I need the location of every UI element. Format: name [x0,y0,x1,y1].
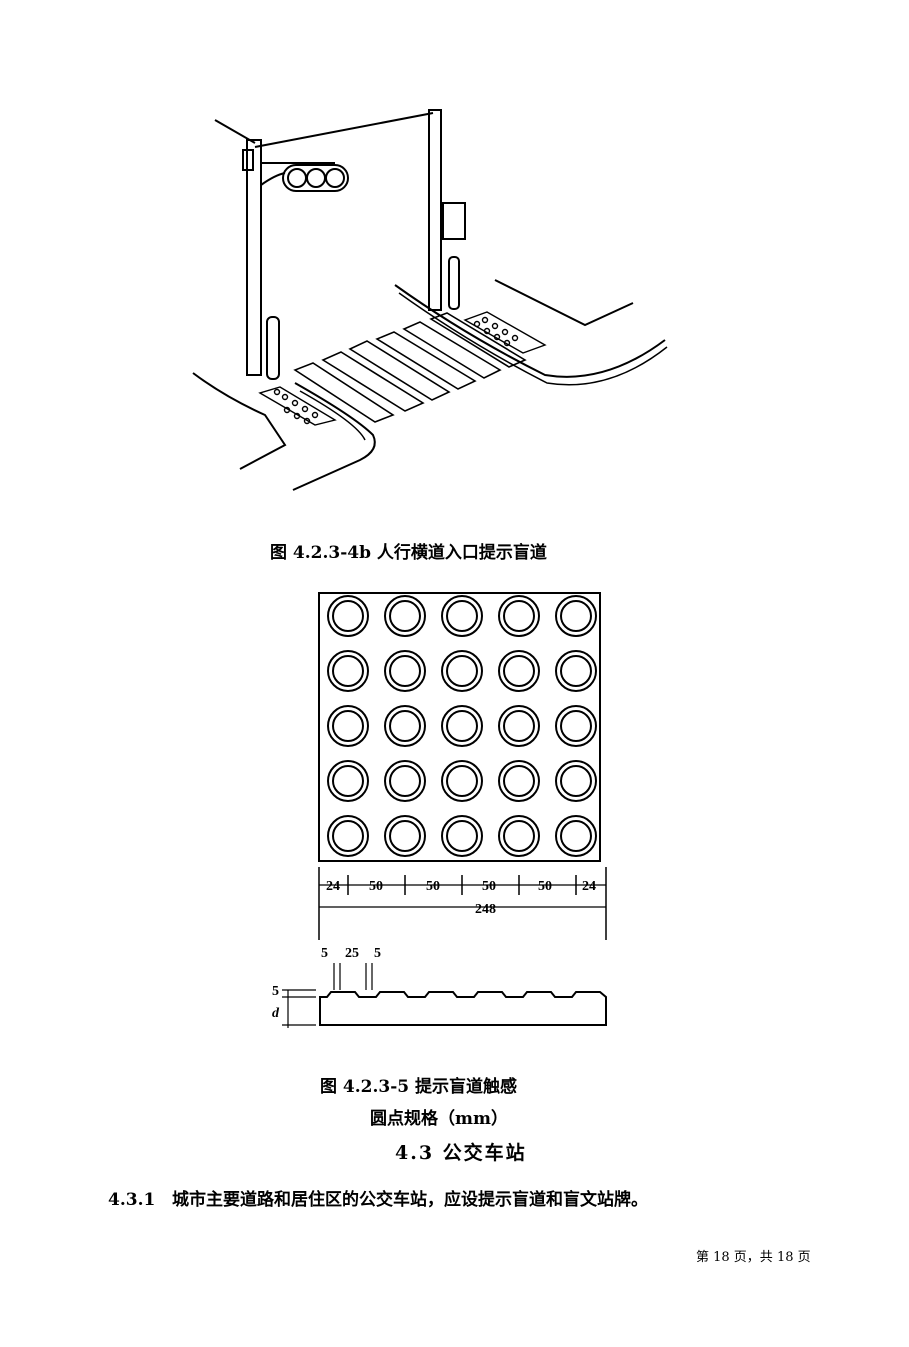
tactile-dot-top [389,600,421,632]
tactile-dot [327,650,369,692]
tactile-dot-top [389,765,421,797]
clause-text: 城市主要道路和居住区的公交车站，应设提示盲道和盲文站牌。 [172,1190,648,1210]
tactile-dot [441,650,483,692]
tactile-dot [327,595,369,637]
tactile-dot [498,705,540,747]
tactile-dot [441,595,483,637]
dim-segment-6: 24 [582,879,596,894]
right-signal-pole [428,109,442,311]
tactile-dot-top [560,710,592,742]
profile-dim-height-5: 5 [272,984,279,999]
tactile-dot-top [446,600,478,632]
amber-light-icon [306,168,326,188]
profile-dim-5-left: 5 [321,946,328,961]
traffic-light-housing [282,164,349,192]
page-footer: 第 18 页，共 18 页 [696,1250,811,1265]
tactile-dot [384,705,426,747]
tactile-dot-top [503,600,535,632]
tactile-dot-top [332,820,364,852]
tactile-dot [441,760,483,802]
tactile-dot [384,595,426,637]
figure-caption-4-2-3-5: 图 4.2.3-5 提示盲道触感 [320,1077,518,1097]
tactile-dot-top [560,600,592,632]
tactile-dot [498,815,540,857]
clause-number: 4.3.1 [108,1190,156,1210]
dim-segment-2: 50 [369,879,383,894]
dimension-labels: 24 50 50 50 50 24 248 [326,879,596,917]
tactile-tile-drawing: 24 50 50 50 50 24 248 5 25 5 5 d [272,592,607,1028]
tactile-dot-top [503,710,535,742]
figure-caption-4-2-3-4b: 图 4.2.3-4b 人行横道入口提示盲道 [270,543,547,563]
tactile-dot-top [332,710,364,742]
tactile-dot [498,650,540,692]
left-signal-pole [246,139,262,376]
tactile-dot-top [446,655,478,687]
tactile-dot [498,760,540,802]
tactile-dot-top [560,765,592,797]
tactile-dot [384,815,426,857]
tactile-dot [555,650,597,692]
tactile-dot-top [503,820,535,852]
tactile-dot-top [389,710,421,742]
tactile-dot [327,760,369,802]
intersection-illustration [192,109,668,491]
tactile-paving-left [258,386,337,426]
tactile-dot-top [332,655,364,687]
tactile-dot [555,705,597,747]
tactile-dot-top [446,710,478,742]
tactile-dot [327,705,369,747]
tactile-dot-top [446,765,478,797]
dim-segment-3: 50 [426,879,440,894]
right-bollard [448,256,460,310]
dim-segment-1: 24 [326,879,340,894]
tactile-dot-top [503,655,535,687]
left-bollard [266,316,280,380]
profile-dim-5-right: 5 [374,946,381,961]
red-light-icon [287,168,307,188]
profile-labels: 5 25 5 5 d [272,946,381,1021]
tactile-dot [384,650,426,692]
tactile-dot [327,815,369,857]
tactile-dot-top [332,600,364,632]
dim-total: 248 [475,902,496,917]
tile-outline [318,592,601,862]
tactile-dot [555,760,597,802]
profile-dim-d: d [272,1006,280,1021]
tactile-dot-top [560,820,592,852]
tactile-dot-top [332,765,364,797]
tactile-paving-right [463,311,547,354]
dot-grid [327,595,597,857]
profile-dim-25: 25 [345,946,359,961]
tactile-dot [441,705,483,747]
pedestrian-signal [442,202,466,240]
tactile-dot-top [503,765,535,797]
tactile-dot [555,815,597,857]
tactile-dot [555,595,597,637]
profile-section [282,963,607,1028]
tactile-dot-top [389,655,421,687]
tactile-dot-top [446,820,478,852]
clause-4-3-1: 4.3.1 城市主要道路和居住区的公交车站，应设提示盲道和盲文站牌。 [108,1185,648,1210]
tactile-dot-top [560,655,592,687]
figure-caption-4-2-3-5-line2: 圆点规格（mm） [370,1109,508,1129]
tactile-dot [384,760,426,802]
dim-segment-4: 50 [482,879,496,894]
zebra-crossing [293,312,527,423]
tactile-dot [498,595,540,637]
section-heading: 4.3 公交车站 [395,1142,527,1164]
dim-segment-5: 50 [538,879,552,894]
tactile-dot-top [389,820,421,852]
green-light-icon [325,168,345,188]
tactile-dot [441,815,483,857]
